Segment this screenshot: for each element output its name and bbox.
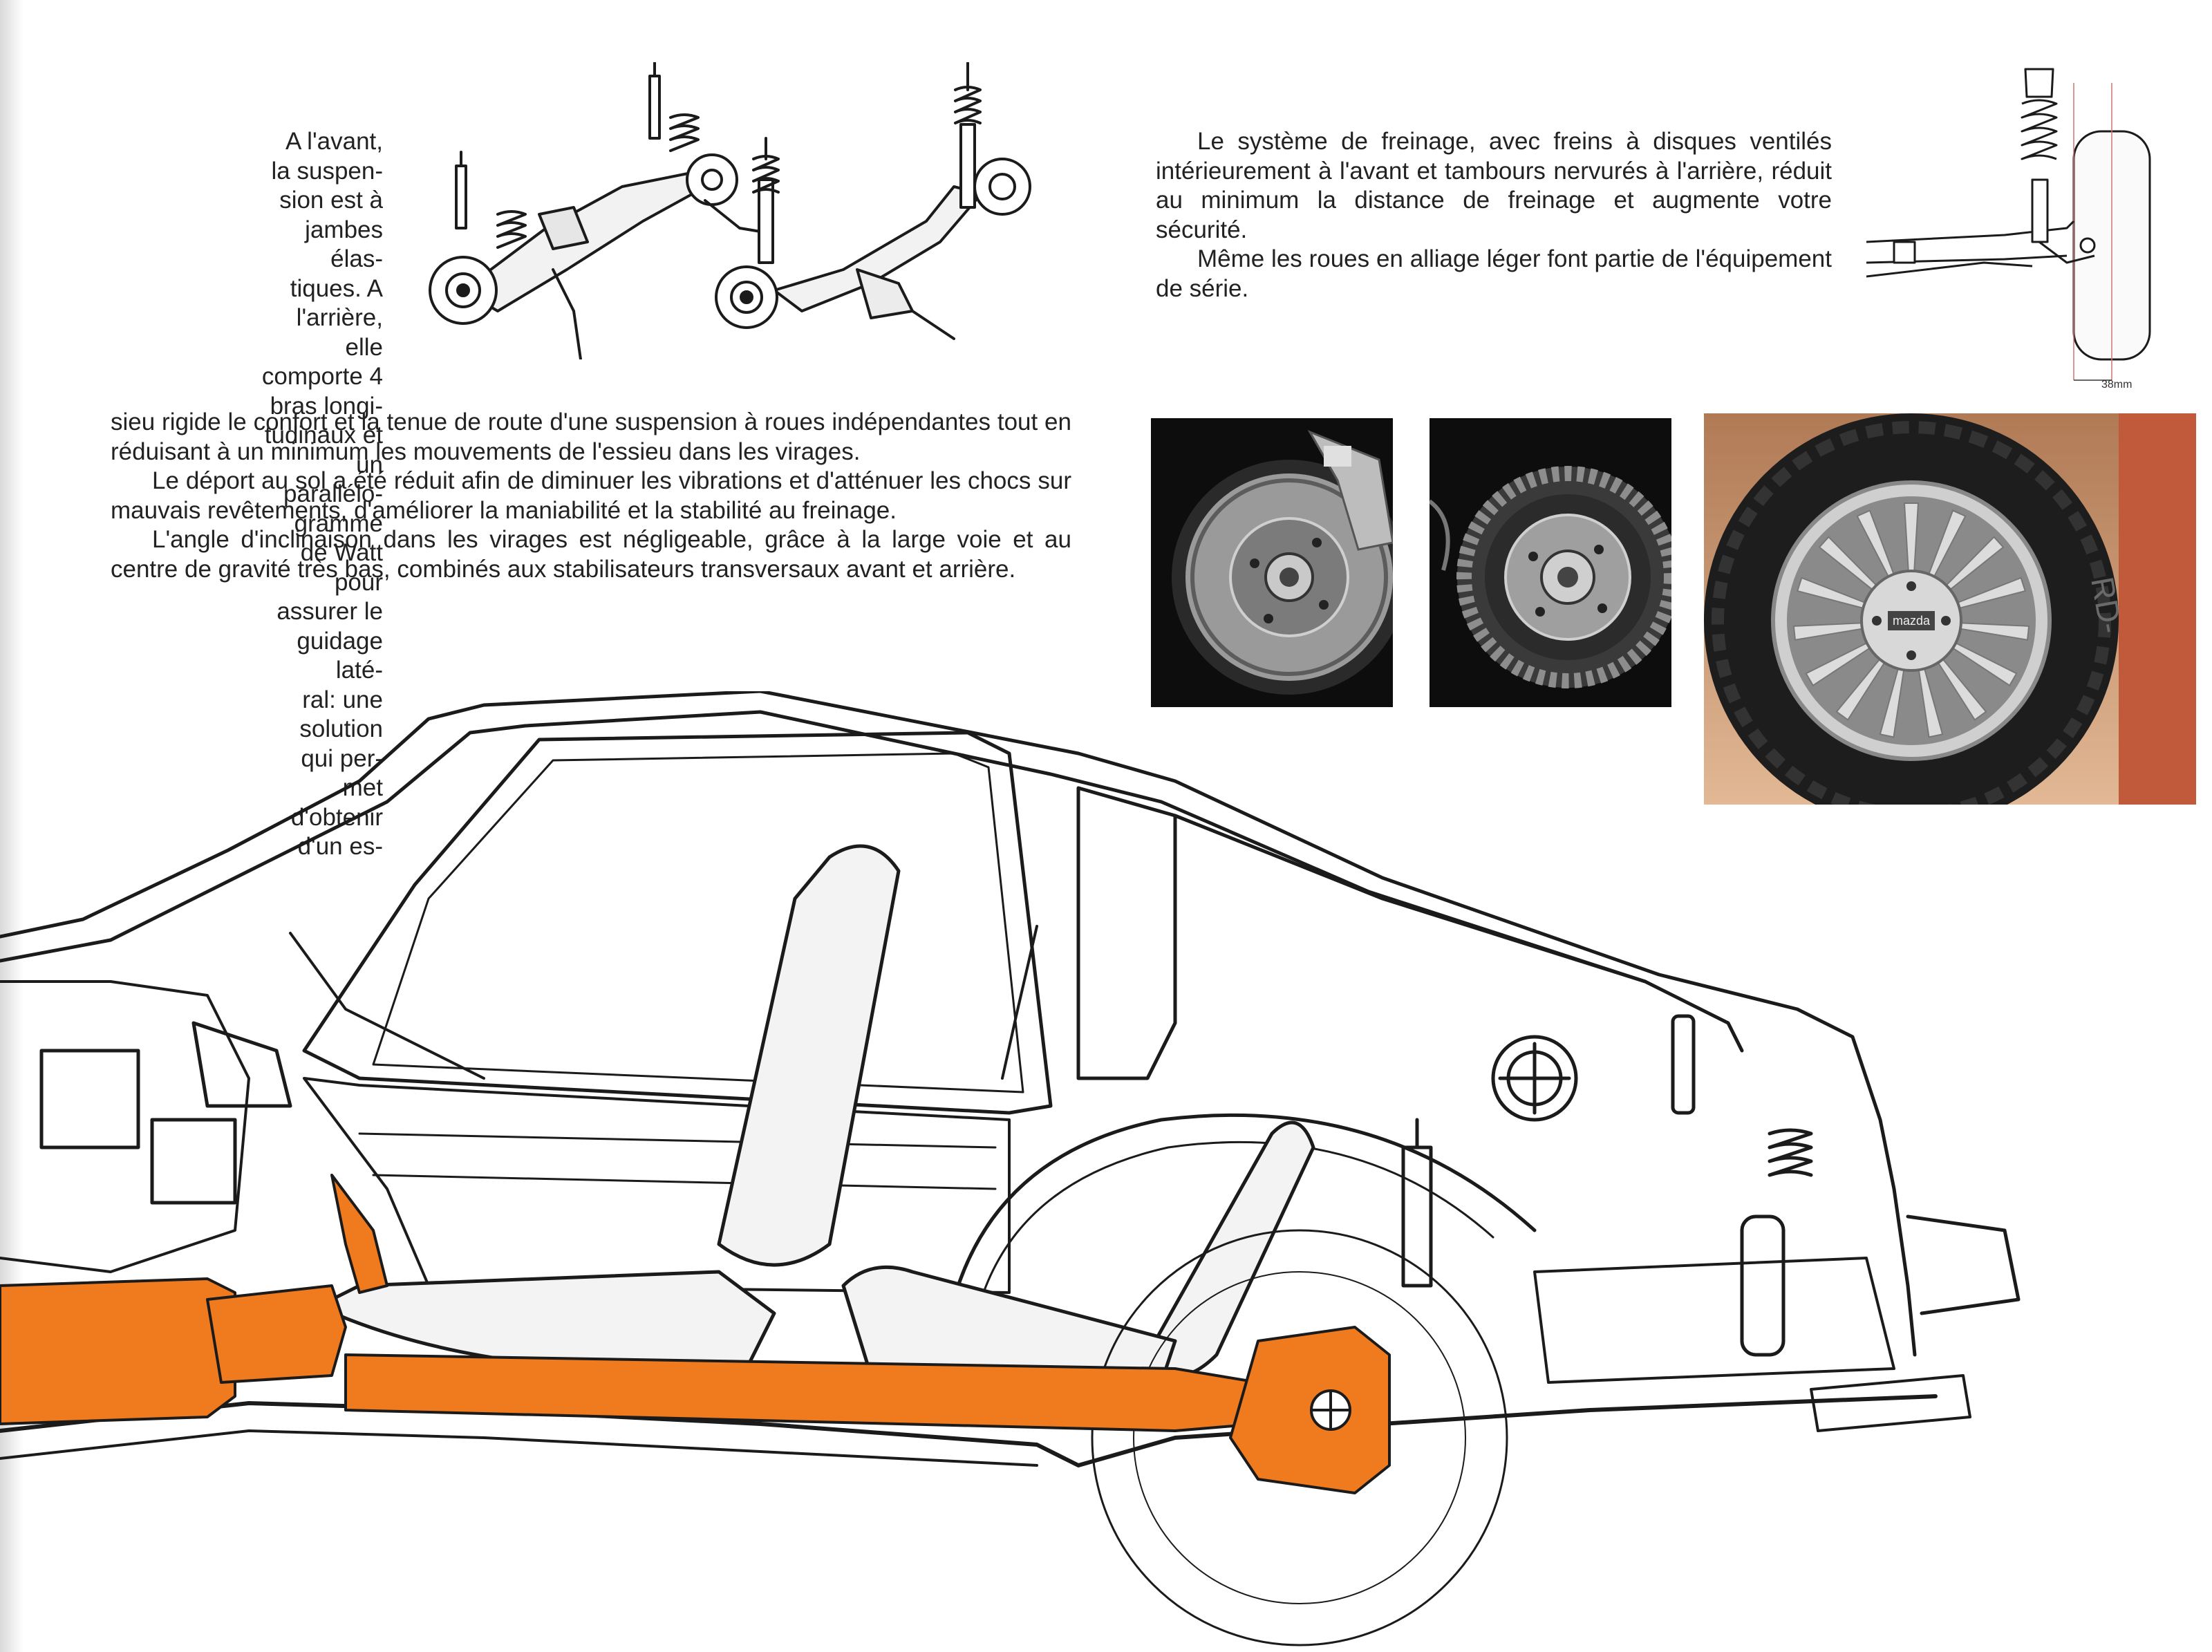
- suspension-intro-line: comporte 4 bras longi-: [261, 363, 383, 420]
- alloy-wheel-photo: mazda RD-: [1704, 413, 2196, 805]
- suspension-paragraph-3: L'angle d'inclinaison dans les virages e…: [111, 526, 1071, 583]
- brakes-paragraph-1: Le système de freinage, avec freins à di…: [1156, 128, 1832, 243]
- suspension-intro-line: sion est à jambes élas-: [279, 187, 383, 272]
- suspension-illustration: [429, 62, 1031, 359]
- suspension-intro-line: ral: une solution qui per-: [299, 686, 383, 772]
- suspension-paragraph-1: sieu rigide le confort et la tenue de ro…: [111, 409, 1071, 465]
- wheel-badge-text: mazda: [1893, 614, 1931, 628]
- suspension-paragraph-2: Le déport au sol a été réduit afin de di…: [111, 467, 1071, 524]
- suspension-intro-line: A l'avant, la suspen-: [271, 128, 383, 185]
- suspension-intro-line: tudinaux et un parallélo-: [264, 422, 383, 507]
- suspension-intro-line: tiques. A l'arrière, elle: [290, 274, 383, 361]
- suspension-body-column: sieu rigide le confort et la tenue de ro…: [111, 408, 1071, 584]
- car-cutaway-illustration: [0, 691, 2021, 1646]
- rear-drum-brake-photo: [1430, 418, 1671, 707]
- suspension-intro-line: gramme de Watt pour: [294, 509, 383, 596]
- brakes-paragraph-2: Même les roues en alliage léger font par…: [1156, 245, 1832, 302]
- front-disc-brake-photo: [1151, 418, 1393, 707]
- brakes-text-column: Le système de freinage, avec freins à di…: [1156, 127, 1832, 303]
- suspension-intro-column: A l'avant, la suspen- sion est à jambes …: [261, 127, 383, 862]
- suspension-intro-line: assurer le guidage laté-: [276, 598, 383, 684]
- offset-measurement-label: 38mm: [2101, 379, 2133, 391]
- wheel-offset-diagram: [1866, 68, 2151, 381]
